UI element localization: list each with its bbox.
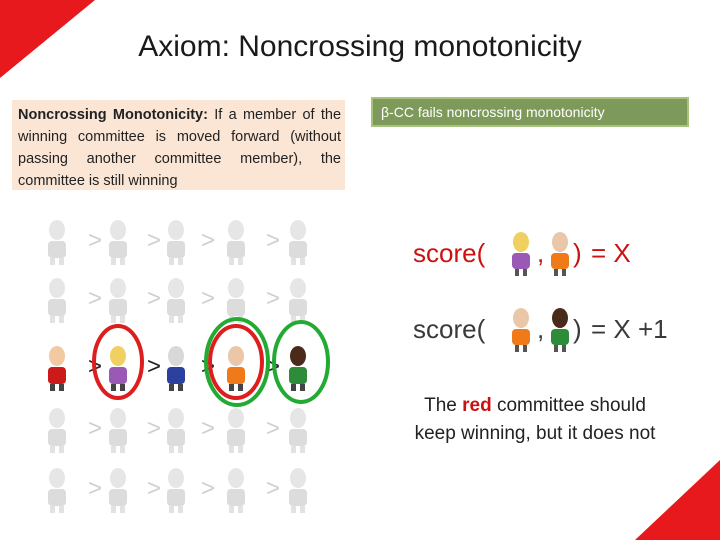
score-line-red: score( , ) = X xyxy=(413,238,673,278)
conclusion-after: committee should xyxy=(492,395,646,416)
score-line-green: score( , ) = X +1 xyxy=(413,314,683,354)
candidate-person-icon xyxy=(227,220,245,265)
candidate-bald-man-icon xyxy=(506,308,536,352)
candidate-bald-man-icon xyxy=(545,232,575,276)
candidate-person-icon xyxy=(227,468,245,513)
score-suffix: ) xyxy=(573,314,582,345)
candidate-person-icon xyxy=(167,408,185,453)
candidate-person-icon xyxy=(48,408,66,453)
candidate-blonde-woman-icon xyxy=(506,232,536,276)
candidate-person-icon xyxy=(167,278,185,323)
greater-than-sign: > xyxy=(201,285,215,312)
greater-than-sign: > xyxy=(266,227,280,254)
candidate-person-icon xyxy=(227,278,245,323)
conclusion-text: The red committee should keep winning, b… xyxy=(380,392,690,448)
candidate-person-icon xyxy=(48,468,66,513)
candidate-person-icon xyxy=(48,346,66,391)
score-comma: , xyxy=(537,314,544,345)
score-value: = X +1 xyxy=(591,314,668,345)
candidate-person-icon xyxy=(289,278,307,323)
greater-than-sign: > xyxy=(88,415,102,442)
greater-than-sign: > xyxy=(147,475,161,502)
candidate-dark-hair-woman-icon xyxy=(545,308,575,352)
candidate-person-icon xyxy=(48,220,66,265)
beta-cc-box: β-CC fails noncrossing monotonicity xyxy=(371,97,689,127)
greater-than-sign: > xyxy=(201,475,215,502)
candidate-person-icon xyxy=(289,468,307,513)
conclusion-line2: keep winning, but it does not xyxy=(415,423,656,444)
score-prefix: score( xyxy=(413,314,485,345)
greater-than-sign: > xyxy=(266,415,280,442)
greater-than-sign: > xyxy=(147,285,161,312)
greater-than-sign: > xyxy=(147,227,161,254)
candidate-person-icon xyxy=(48,278,66,323)
candidate-person-icon xyxy=(227,346,245,391)
greater-than-sign: > xyxy=(201,227,215,254)
score-suffix: ) xyxy=(573,238,582,269)
candidate-person-icon xyxy=(227,408,245,453)
greater-than-sign: > xyxy=(147,353,161,380)
candidate-person-icon xyxy=(109,220,127,265)
bottom-right-corner-decoration xyxy=(630,460,720,540)
score-prefix: score( xyxy=(413,238,485,269)
candidate-person-icon xyxy=(109,278,127,323)
candidate-person-icon xyxy=(167,468,185,513)
greater-than-sign: > xyxy=(266,285,280,312)
greater-than-sign: > xyxy=(88,285,102,312)
candidate-person-icon xyxy=(289,346,307,391)
candidate-ranking-grid: >>>>>>>>>>>>>>>>>>>> xyxy=(0,0,360,540)
greater-than-sign: > xyxy=(201,415,215,442)
greater-than-sign: > xyxy=(266,475,280,502)
candidate-person-icon xyxy=(289,408,307,453)
greater-than-sign: > xyxy=(88,475,102,502)
candidate-person-icon xyxy=(109,408,127,453)
score-comma: , xyxy=(537,238,544,269)
candidate-person-icon xyxy=(167,220,185,265)
candidate-person-icon xyxy=(289,220,307,265)
candidate-person-icon xyxy=(109,468,127,513)
greater-than-sign: > xyxy=(88,227,102,254)
conclusion-before: The xyxy=(424,395,462,416)
score-value: = X xyxy=(591,238,631,269)
candidate-person-icon xyxy=(167,346,185,391)
conclusion-highlight: red xyxy=(462,395,492,416)
candidate-person-icon xyxy=(109,346,127,391)
greater-than-sign: > xyxy=(147,415,161,442)
